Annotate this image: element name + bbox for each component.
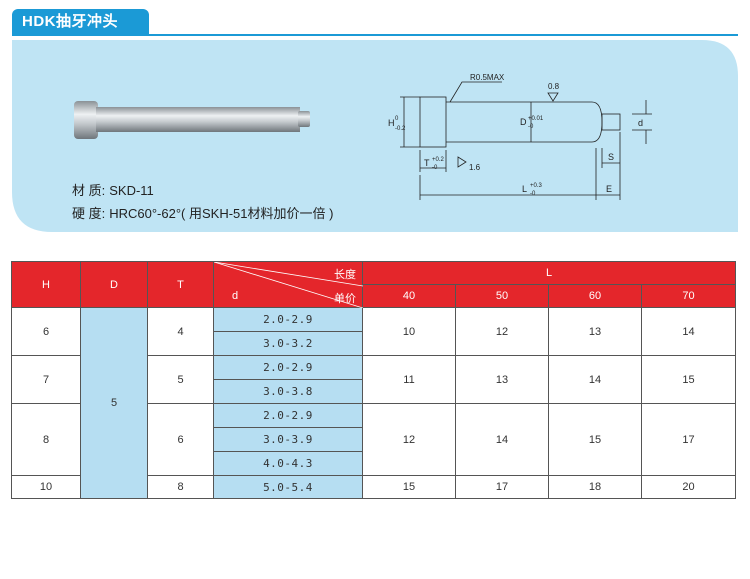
table-row: 8 6 2.0-2.9 12 14 15 17 [11,403,736,476]
cell-d-range: 5.0-5.4 [213,475,363,499]
cell-d-range: 4.0-4.3 [213,451,363,476]
table-row: 10 8 5.0-5.4 15 17 18 20 [11,475,736,499]
punch-photo [74,101,310,139]
diagonal-lines [214,262,363,308]
cell-price: 18 [548,475,642,499]
cell-d-range: 2.0-2.9 [213,307,363,332]
hardness-label: 硬 度: [72,206,106,221]
cell-d-range: 3.0-3.9 [213,427,363,452]
header-length-70: 70 [641,284,736,308]
small-d-label: d [638,118,643,128]
d-dim-label: D [520,117,527,127]
cell-price: 15 [362,475,456,499]
material-line: 材 质:SKD-11 [72,180,158,199]
d-tol-upper: +0.01 [528,116,544,122]
material-value: SKD-11 [109,183,154,198]
cell-h: 7 [11,355,81,404]
cell-d-range: 2.0-2.9 [213,403,363,428]
cell-t: 5 [147,355,214,404]
d-tol-lower: -0 [528,124,534,130]
cell-d-range: 3.0-3.8 [213,379,363,404]
e-dim-label: E [606,184,612,194]
cell-price: 17 [455,475,549,499]
cell-price: 20 [641,475,736,499]
header-l: L [362,261,736,285]
l-dim-label: L [522,184,527,194]
table-row: 6 5 4 2.0-2.9 10 12 13 14 [11,307,736,499]
cell-h: 10 [11,475,81,499]
cell-t: 6 [147,403,214,476]
table-row: 3.0-3.8 [12,379,736,404]
cell-price: 12 [455,307,549,356]
t-tol-lower: -0 [432,165,438,171]
header-t: T [147,261,214,308]
cell-t: 4 [147,307,214,356]
table-row: 7 5 2.0-2.9 11 13 14 15 [11,355,736,404]
hardness-value: HRC60°-62°( 用SKH-51材料加价一倍 ) [109,206,334,221]
cell-price: 14 [548,355,642,404]
cell-price: 14 [455,403,549,476]
material-label: 材 质: [72,183,106,198]
h-tol-upper: 0 [395,116,399,122]
header-diagonal-cell: 长度 单价 d [213,261,363,308]
cell-price: 13 [455,355,549,404]
cell-t: 8 [147,475,214,499]
hardness-line: 硬 度:HRC60°-62°( 用SKH-51材料加价一倍 ) [72,203,337,222]
table-header-row-2: 40 50 60 70 [12,284,736,308]
table-row: 3.0-3.2 [12,331,736,356]
cell-price: 17 [641,403,736,476]
table-header-row-1: H D T 长度 单价 d L [11,261,736,308]
cell-price: 15 [641,355,736,404]
cell-price: 14 [641,307,736,356]
page-title: HDK抽牙冲头 [12,9,149,35]
price-table: H D T 长度 单价 d L 40 50 60 70 6 5 4 2.0-2.… [11,261,736,499]
drawing-labels: R0.5MAX 0.8 1.6 H 0 -0.2 D +0.01 -0 T +0… [388,73,643,197]
cell-d-range: 3.0-3.2 [213,331,363,356]
header-price-label: 单价 [334,293,356,305]
header-h: H [11,261,81,308]
header-length-40: 40 [362,284,456,308]
t-dim-label: T [424,158,430,168]
cell-h: 8 [11,403,81,476]
title-underline [12,34,738,36]
cell-price: 15 [548,403,642,476]
banner-background [12,40,738,232]
l-tol-upper: +0.3 [530,183,543,189]
cell-price: 10 [362,307,456,356]
h-tol-lower: -0.2 [395,126,406,132]
s-dim-label: S [608,152,614,162]
technical-drawing [400,81,652,200]
header-small-d-label: d [232,290,239,302]
cell-d: 5 [80,307,148,499]
roughness-bottom-label: 1.6 [469,163,481,172]
cell-d-range: 2.0-2.9 [213,355,363,380]
cell-price: 12 [362,403,456,476]
header-length-60: 60 [548,284,642,308]
cell-price: 13 [548,307,642,356]
t-tol-upper: +0.2 [432,157,445,163]
h-dim-label: H [388,118,395,128]
cell-price: 11 [362,355,456,404]
header-length-50: 50 [455,284,549,308]
product-banner: R0.5MAX 0.8 1.6 H 0 -0.2 D +0.01 -0 T +0… [12,40,738,232]
l-tol-lower: -0 [530,191,536,197]
cell-h: 6 [11,307,81,356]
header-length-label: 长度 [334,269,356,281]
table-row: 3.0-3.9 [12,427,736,452]
radius-label: R0.5MAX [470,73,505,82]
roughness-top-label: 0.8 [548,82,560,91]
header-d: D [80,261,148,308]
